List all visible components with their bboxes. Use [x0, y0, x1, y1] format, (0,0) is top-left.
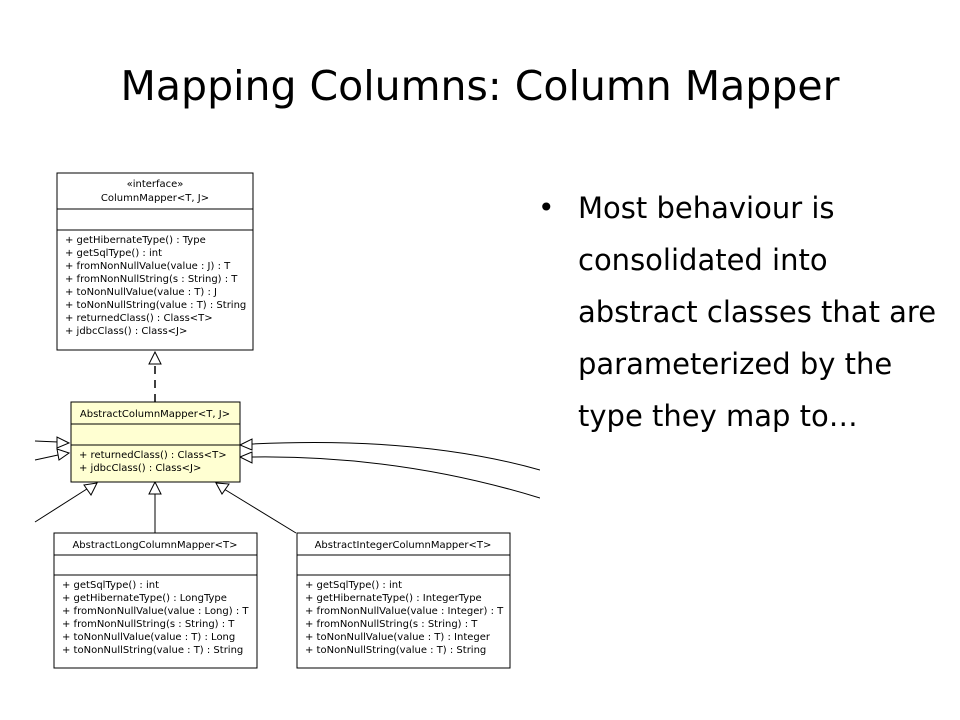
uml-class-diagram: «interface» ColumnMapper<T, J> + getHibe… [34, 172, 540, 669]
column-mapper-method: + getSqlType() : int [65, 248, 162, 259]
bullet-list: • Most behaviour is consolidated into ab… [538, 182, 938, 442]
generalization-arrowhead-offscreen-right-2 [238, 451, 253, 464]
generalization-edge-offscreen-right-1 [251, 442, 540, 471]
column-mapper-name: ColumnMapper<T, J> [101, 193, 209, 204]
bullet-item: • Most behaviour is consolidated into ab… [538, 182, 938, 442]
column-mapper-method: + toNonNullString(value : T) : String [65, 300, 246, 311]
abstract-long-column-mapper-name: AbstractLongColumnMapper<T> [72, 540, 237, 551]
bullet-dot-icon: • [538, 191, 555, 224]
generalization-arrowhead-integer [215, 482, 230, 495]
column-mapper-method: + jdbcClass() : Class<J> [65, 326, 187, 337]
generalization-arrowhead-offscreen-left-2 [56, 448, 71, 461]
abstract-column-mapper-name: AbstractColumnMapper<T, J> [80, 409, 230, 420]
abstract-integer-column-mapper-method: + getSqlType() : int [305, 580, 402, 591]
abstract-long-column-mapper-method: + fromNonNullValue(value : Long) : T [62, 606, 249, 617]
generalization-arrowhead-offscreen-right-1 [238, 438, 253, 451]
column-mapper-method: + toNonNullValue(value : T) : J [65, 287, 217, 298]
column-mapper-method: + getHibernateType() : Type [65, 235, 206, 246]
abstract-integer-column-mapper-name: AbstractIntegerColumnMapper<T> [315, 540, 492, 551]
column-mapper-method: + fromNonNullValue(value : J) : T [65, 261, 231, 272]
generalization-arrowhead-offscreen-left [83, 482, 98, 496]
abstract-integer-column-mapper-method: + fromNonNullValue(value : Integer) : T [305, 606, 504, 617]
abstract-integer-column-mapper-method: + toNonNullValue(value : T) : Integer [305, 632, 491, 643]
generalization-edge-offscreen-right-2 [251, 456, 540, 499]
abstract-long-column-mapper-method: + fromNonNullString(s : String) : T [62, 619, 235, 630]
generalization-arrowhead-long [148, 480, 162, 495]
abstract-column-mapper-class: AbstractColumnMapper<T, J> + returnedCla… [70, 401, 241, 483]
generalization-edge-offscreen-left-1 [34, 440, 59, 443]
generalization-edge-integer [223, 488, 297, 534]
generalization-edge-offscreen-left [34, 486, 91, 523]
bullet-text: Most behaviour is consolidated into abst… [578, 191, 937, 433]
slide-title: Mapping Columns: Column Mapper [120, 62, 840, 110]
column-mapper-class: «interface» ColumnMapper<T, J> + getHibe… [56, 172, 254, 351]
abstract-column-mapper-method: + jdbcClass() : Class<J> [79, 463, 201, 474]
generalization-edge-offscreen-left-2 [34, 454, 59, 461]
abstract-integer-column-mapper-method: + toNonNullString(value : T) : String [305, 645, 486, 656]
abstract-long-column-mapper-method: + toNonNullValue(value : T) : Long [62, 632, 235, 643]
realization-arrowhead [148, 350, 162, 365]
generalization-arrowhead-offscreen-left-1 [56, 436, 71, 449]
abstract-integer-column-mapper-method: + getHibernateType() : IntegerType [305, 593, 482, 604]
abstract-long-column-mapper-method: + getHibernateType() : LongType [62, 593, 227, 604]
abstract-long-column-mapper-method: + toNonNullString(value : T) : String [62, 645, 243, 656]
column-mapper-method: + fromNonNullString(s : String) : T [65, 274, 238, 285]
column-mapper-method: + returnedClass() : Class<T> [65, 313, 213, 324]
abstract-integer-column-mapper-class: AbstractIntegerColumnMapper<T> + getSqlT… [296, 532, 511, 669]
column-mapper-stereotype: «interface» [127, 179, 184, 190]
abstract-integer-column-mapper-method: + fromNonNullString(s : String) : T [305, 619, 478, 630]
abstract-long-column-mapper-method: + getSqlType() : int [62, 580, 159, 591]
abstract-long-column-mapper-class: AbstractLongColumnMapper<T> + getSqlType… [53, 532, 258, 669]
abstract-column-mapper-method: + returnedClass() : Class<T> [79, 450, 227, 461]
